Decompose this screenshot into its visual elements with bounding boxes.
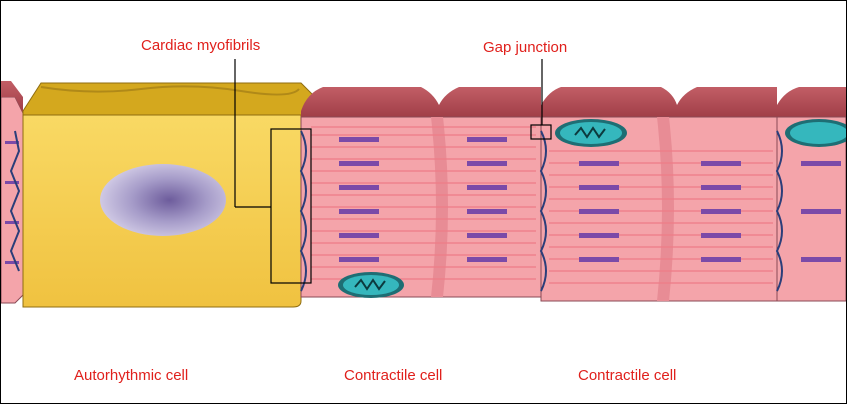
mitochondrion — [338, 272, 404, 298]
gap-junction-label: Gap junction — [483, 39, 568, 56]
gap-junction-highlight-box — [530, 124, 552, 140]
contractile-cell-2-shape — [540, 87, 778, 302]
contractile-cell-1-label: Contractile cell — [344, 367, 443, 384]
nucleus — [100, 164, 226, 236]
intercalated-discs — [9, 130, 783, 292]
right-partial-cell — [776, 87, 846, 302]
callout-lines — [234, 59, 552, 284]
contractile-cell-2-label: Contractile cell — [578, 367, 677, 384]
left-partial-cell — [1, 81, 24, 304]
autorhythmic-cell-label: Autorhythmic cell — [74, 367, 189, 384]
cardiac-myofibrils-label: Cardiac myofibrils — [141, 37, 261, 54]
contractile-cell-1-shape — [300, 87, 542, 298]
mitochondrion — [785, 119, 846, 147]
autorhythmic-cell-shape — [22, 82, 320, 308]
mitochondrion — [555, 119, 627, 147]
myofibril-highlight-box — [270, 128, 312, 284]
